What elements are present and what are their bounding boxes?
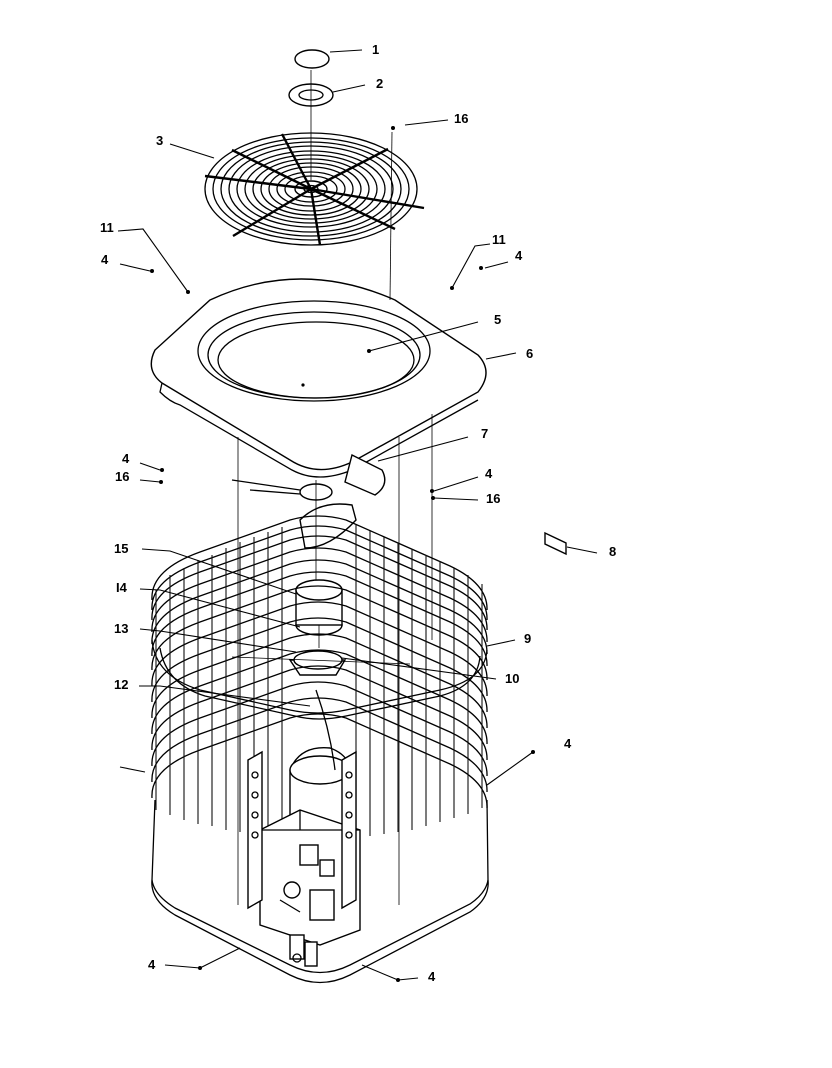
- callout-4-bottom-left: 4: [148, 957, 156, 972]
- callout-15: 15: [114, 541, 128, 556]
- callout-4-left-mid: 4: [122, 451, 130, 466]
- part-base-pan: [151, 799, 489, 984]
- part-compressor: [289, 689, 353, 831]
- callout-11-right: 11: [492, 232, 506, 247]
- part-control-box: [259, 809, 361, 946]
- callout-4-left-upper: 4: [101, 252, 109, 267]
- part-cap: [294, 49, 330, 69]
- callout-labels: 1 2 3 16 11 4 11 4 5 6 7 4 16 4 16 8 15 …: [100, 42, 616, 984]
- callout-11-left: 11: [100, 220, 114, 235]
- part-coil-tubes: [247, 750, 357, 910]
- leader-dots: [150, 126, 535, 982]
- callout-3: 3: [156, 133, 163, 148]
- leader-lines: [117, 49, 598, 981]
- callout-5: 5: [494, 312, 501, 327]
- callout-4-right-upper: 4: [515, 248, 523, 263]
- callout-9: 9: [524, 631, 531, 646]
- callout-16-top: 16: [454, 111, 468, 126]
- part-service-valves: [289, 934, 318, 967]
- callout-2: 2: [376, 76, 383, 91]
- part-fan-blade: [231, 453, 386, 585]
- callout-16-right: 16: [486, 491, 500, 506]
- callout-1: 1: [372, 42, 379, 57]
- callout-8: 8: [609, 544, 616, 559]
- callout-4-right-lower: 4: [564, 736, 572, 751]
- callout-6: 6: [526, 346, 533, 361]
- callout-4-bottom-right: 4: [428, 969, 436, 984]
- callout-13: 13: [114, 621, 128, 636]
- callout-4-right-mid: 4: [485, 466, 493, 481]
- callout-10: 10: [505, 671, 519, 686]
- callout-7: 7: [481, 426, 488, 441]
- part-motor: [295, 579, 343, 648]
- part-coil: [151, 515, 488, 838]
- callout-12: 12: [114, 677, 128, 692]
- part-orifice: [217, 321, 415, 399]
- part-plate: [544, 531, 567, 556]
- callout-16-left: 16: [115, 469, 129, 484]
- part-top-panel: [150, 278, 487, 478]
- callout-14: I4: [116, 580, 128, 595]
